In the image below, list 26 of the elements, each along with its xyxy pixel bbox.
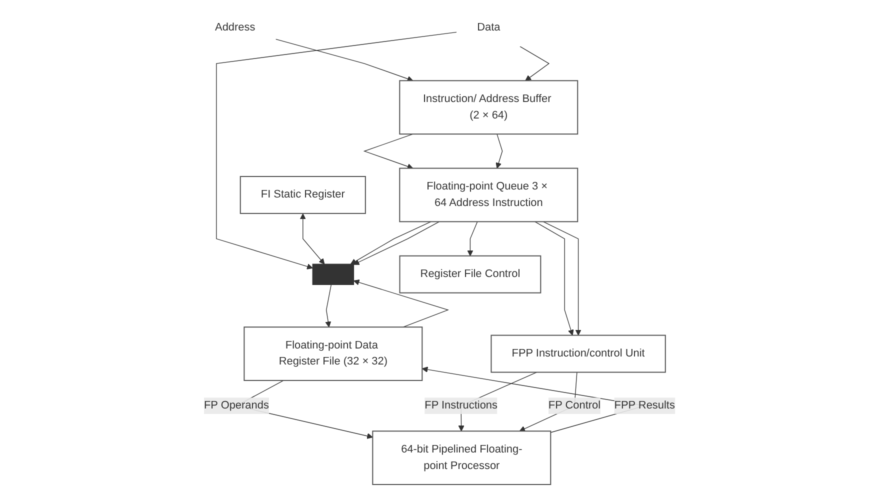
node-box (240, 176, 366, 214)
arrow (300, 213, 325, 264)
node-box (491, 334, 666, 373)
arrow (520, 46, 550, 81)
arrow (468, 221, 478, 256)
edge-label: FP Operands (204, 400, 270, 412)
arrow (276, 38, 414, 82)
node-box (399, 168, 578, 222)
node-text: Data (477, 22, 501, 34)
edge-label: FP Control (548, 400, 601, 412)
node-box (399, 80, 578, 135)
arrow (496, 134, 503, 169)
node-bar (312, 264, 354, 285)
node-text: Address (215, 22, 256, 34)
arrow (543, 221, 582, 336)
node-box (372, 430, 552, 486)
edge-label: FPP Results (614, 400, 676, 412)
arrow (534, 221, 574, 336)
edge-label: FP Instructions (424, 400, 498, 412)
block-diagram: FP Operands FP Instructions FP Control FPP Results Address Data Instruction/ Address Buffer (2 × 64) Floating-point Queue 3 × 64 Address Instruction FI Static Register Register File Control Floating-point Data Register File (32 × 32) FPP Instruction/control Unit 64-bit Pipelined Floating-point Processor (189, 4, 681, 490)
arrow (325, 284, 332, 328)
node-box (400, 255, 542, 294)
arrow (216, 32, 458, 270)
arrow (354, 279, 450, 328)
node-box (244, 326, 423, 381)
arrow (364, 134, 414, 170)
